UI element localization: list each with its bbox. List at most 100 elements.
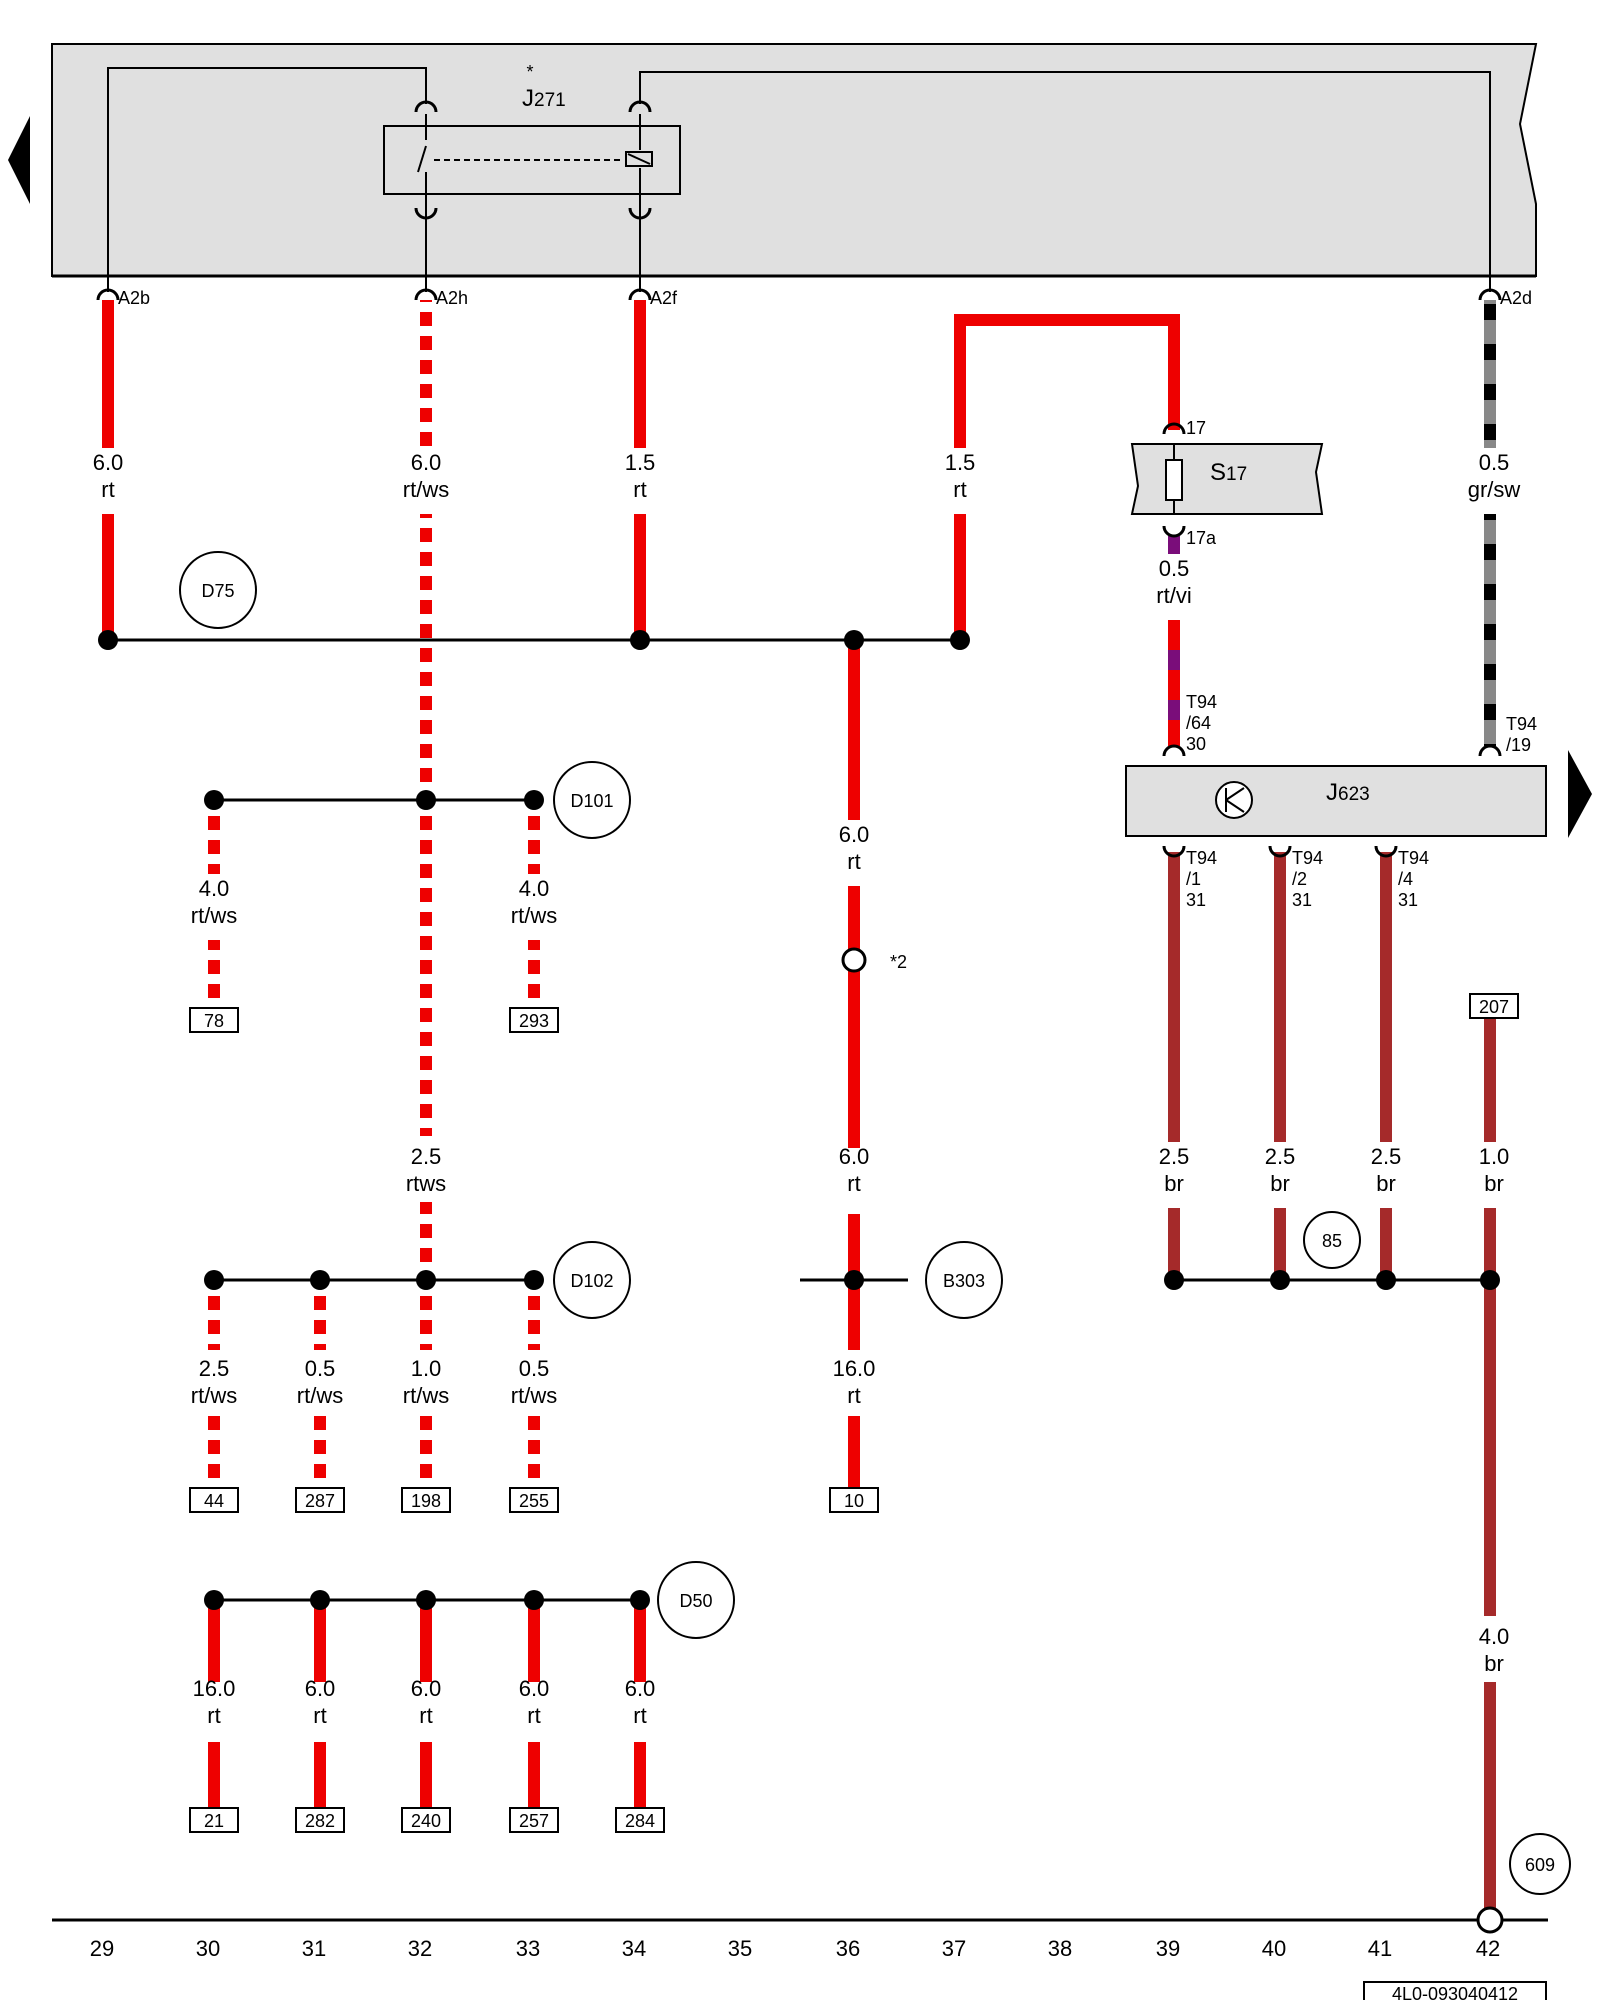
ref-10: 10	[844, 1491, 864, 1511]
track-number: 39	[1156, 1936, 1180, 1961]
next-page-arrow[interactable]	[1568, 750, 1592, 838]
ref-198: 198	[411, 1491, 441, 1511]
wire	[208, 940, 220, 1016]
wire	[102, 300, 114, 448]
ecu-pin-64: T94 /64 30	[1186, 692, 1222, 754]
ecu-j623	[1125, 744, 1547, 858]
wire	[1168, 536, 1180, 554]
open-splice	[841, 947, 867, 973]
pin-a2f: A2f	[650, 288, 678, 308]
wire	[1484, 514, 1496, 746]
relay-label: J271	[522, 85, 566, 112]
connection-85: 85	[1322, 1231, 1342, 1251]
connection-d75: D75	[201, 581, 234, 601]
wire	[528, 800, 540, 874]
wire	[208, 1600, 220, 1682]
track-numbers: 29 30 31 32 33 34 35 36 37 38 39 40 41 4…	[90, 1936, 1500, 1961]
wire	[634, 1600, 646, 1682]
ecu-pin-19: T94 /19	[1506, 714, 1542, 755]
connection-609: 609	[1525, 1855, 1555, 1875]
wire	[314, 1742, 326, 1822]
header-terminals	[96, 288, 1502, 301]
ref-284: 284	[625, 1811, 655, 1831]
track-number: 33	[516, 1936, 540, 1961]
fuse-s17	[1130, 422, 1324, 538]
wire	[420, 1416, 432, 1492]
fuse-pin-in: 17	[1186, 418, 1206, 438]
pin-a2d: A2d	[1500, 288, 1532, 308]
connection-markers	[179, 551, 1571, 1895]
ref-287: 287	[305, 1491, 335, 1511]
wire	[208, 1416, 220, 1492]
wire	[1484, 1208, 1496, 1616]
track-number: 36	[836, 1936, 860, 1961]
track-number: 35	[728, 1936, 752, 1961]
wire	[208, 800, 220, 874]
fuse-label-sub: 17	[1226, 464, 1247, 485]
wire	[954, 314, 966, 448]
ecu-pin-4: T94 /4 31	[1398, 848, 1434, 910]
prev-page-arrow[interactable]	[8, 116, 30, 204]
fuse-label: S17	[1210, 459, 1247, 486]
track-number: 29	[90, 1936, 114, 1961]
wire	[528, 1280, 540, 1350]
ref-78: 78	[204, 1011, 224, 1031]
track-number: 37	[942, 1936, 966, 1961]
ecu-label-sub: 623	[1338, 784, 1370, 805]
wire	[1380, 1208, 1392, 1280]
wire	[954, 314, 1180, 326]
ground-point	[1476, 1906, 1504, 1934]
connection-d102: D102	[570, 1271, 613, 1291]
relay-j271	[107, 67, 1491, 292]
wire	[102, 514, 114, 640]
ref-44: 44	[204, 1491, 224, 1511]
wire	[528, 940, 540, 1016]
connection-b303: B303	[943, 1271, 985, 1291]
wire	[1168, 1208, 1180, 1280]
relay-panel	[51, 43, 1538, 278]
relay-contacts	[414, 100, 652, 220]
doc-number-box	[1363, 1981, 1547, 2000]
track-number: 40	[1262, 1936, 1286, 1961]
ref-207: 207	[1479, 997, 1509, 1017]
connection-d50: D50	[679, 1591, 712, 1611]
wire	[528, 1742, 540, 1822]
wire	[848, 1416, 860, 1500]
wire	[1484, 1682, 1496, 1908]
track-number: 31	[302, 1936, 326, 1961]
bus-lines	[52, 638, 1548, 1922]
wire	[1168, 620, 1180, 746]
wire	[314, 1280, 326, 1350]
wire	[1168, 852, 1180, 1142]
ecu-label: J623	[1326, 779, 1370, 806]
wire	[208, 1742, 220, 1822]
wire	[1274, 1208, 1286, 1280]
track-number: 34	[622, 1936, 646, 1961]
ref-21: 21	[204, 1811, 224, 1831]
wire	[1168, 314, 1180, 430]
note-mark: *2	[890, 952, 907, 972]
ref-255: 255	[519, 1491, 549, 1511]
wire	[1484, 1018, 1496, 1142]
pin-a2h: A2h	[436, 288, 468, 308]
ecu-pin-2: T94 /2 31	[1292, 848, 1328, 910]
wire	[528, 1416, 540, 1492]
wire	[1484, 300, 1496, 448]
wire	[634, 1742, 646, 1822]
